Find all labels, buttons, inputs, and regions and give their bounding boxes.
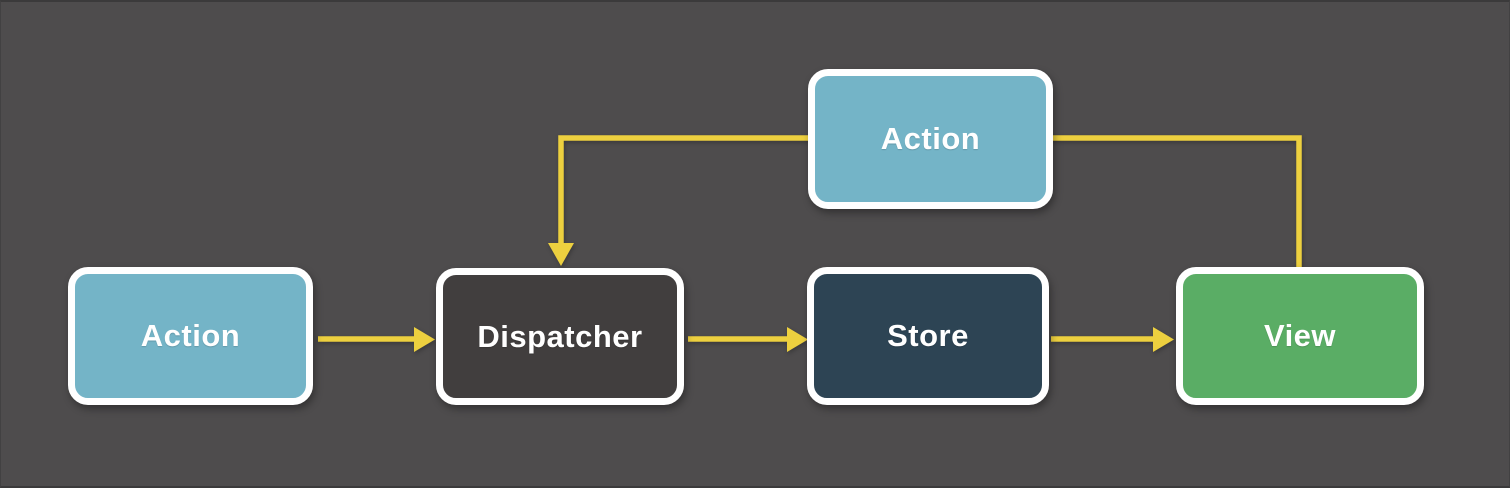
node-label: Store — [887, 318, 969, 353]
arrowhead-right-icon — [414, 327, 435, 352]
node-label: Dispatcher — [477, 318, 643, 354]
node-store: Store — [807, 267, 1049, 405]
node-action-top: Action — [808, 69, 1053, 209]
node-action-left: Action — [68, 267, 313, 405]
node-label: Action — [140, 318, 241, 353]
arrowhead-down-icon — [548, 243, 574, 266]
node-label: Action — [880, 121, 981, 156]
connector-action-to-dispatcher — [558, 135, 814, 245]
node-dispatcher: Dispatcher — [436, 268, 684, 405]
arrowhead-right-icon — [1153, 327, 1174, 352]
node-view: View — [1176, 267, 1424, 405]
connector-view-to-action — [1047, 135, 1302, 274]
node-label: View — [1263, 318, 1337, 353]
arrowhead-right-icon — [787, 327, 808, 352]
